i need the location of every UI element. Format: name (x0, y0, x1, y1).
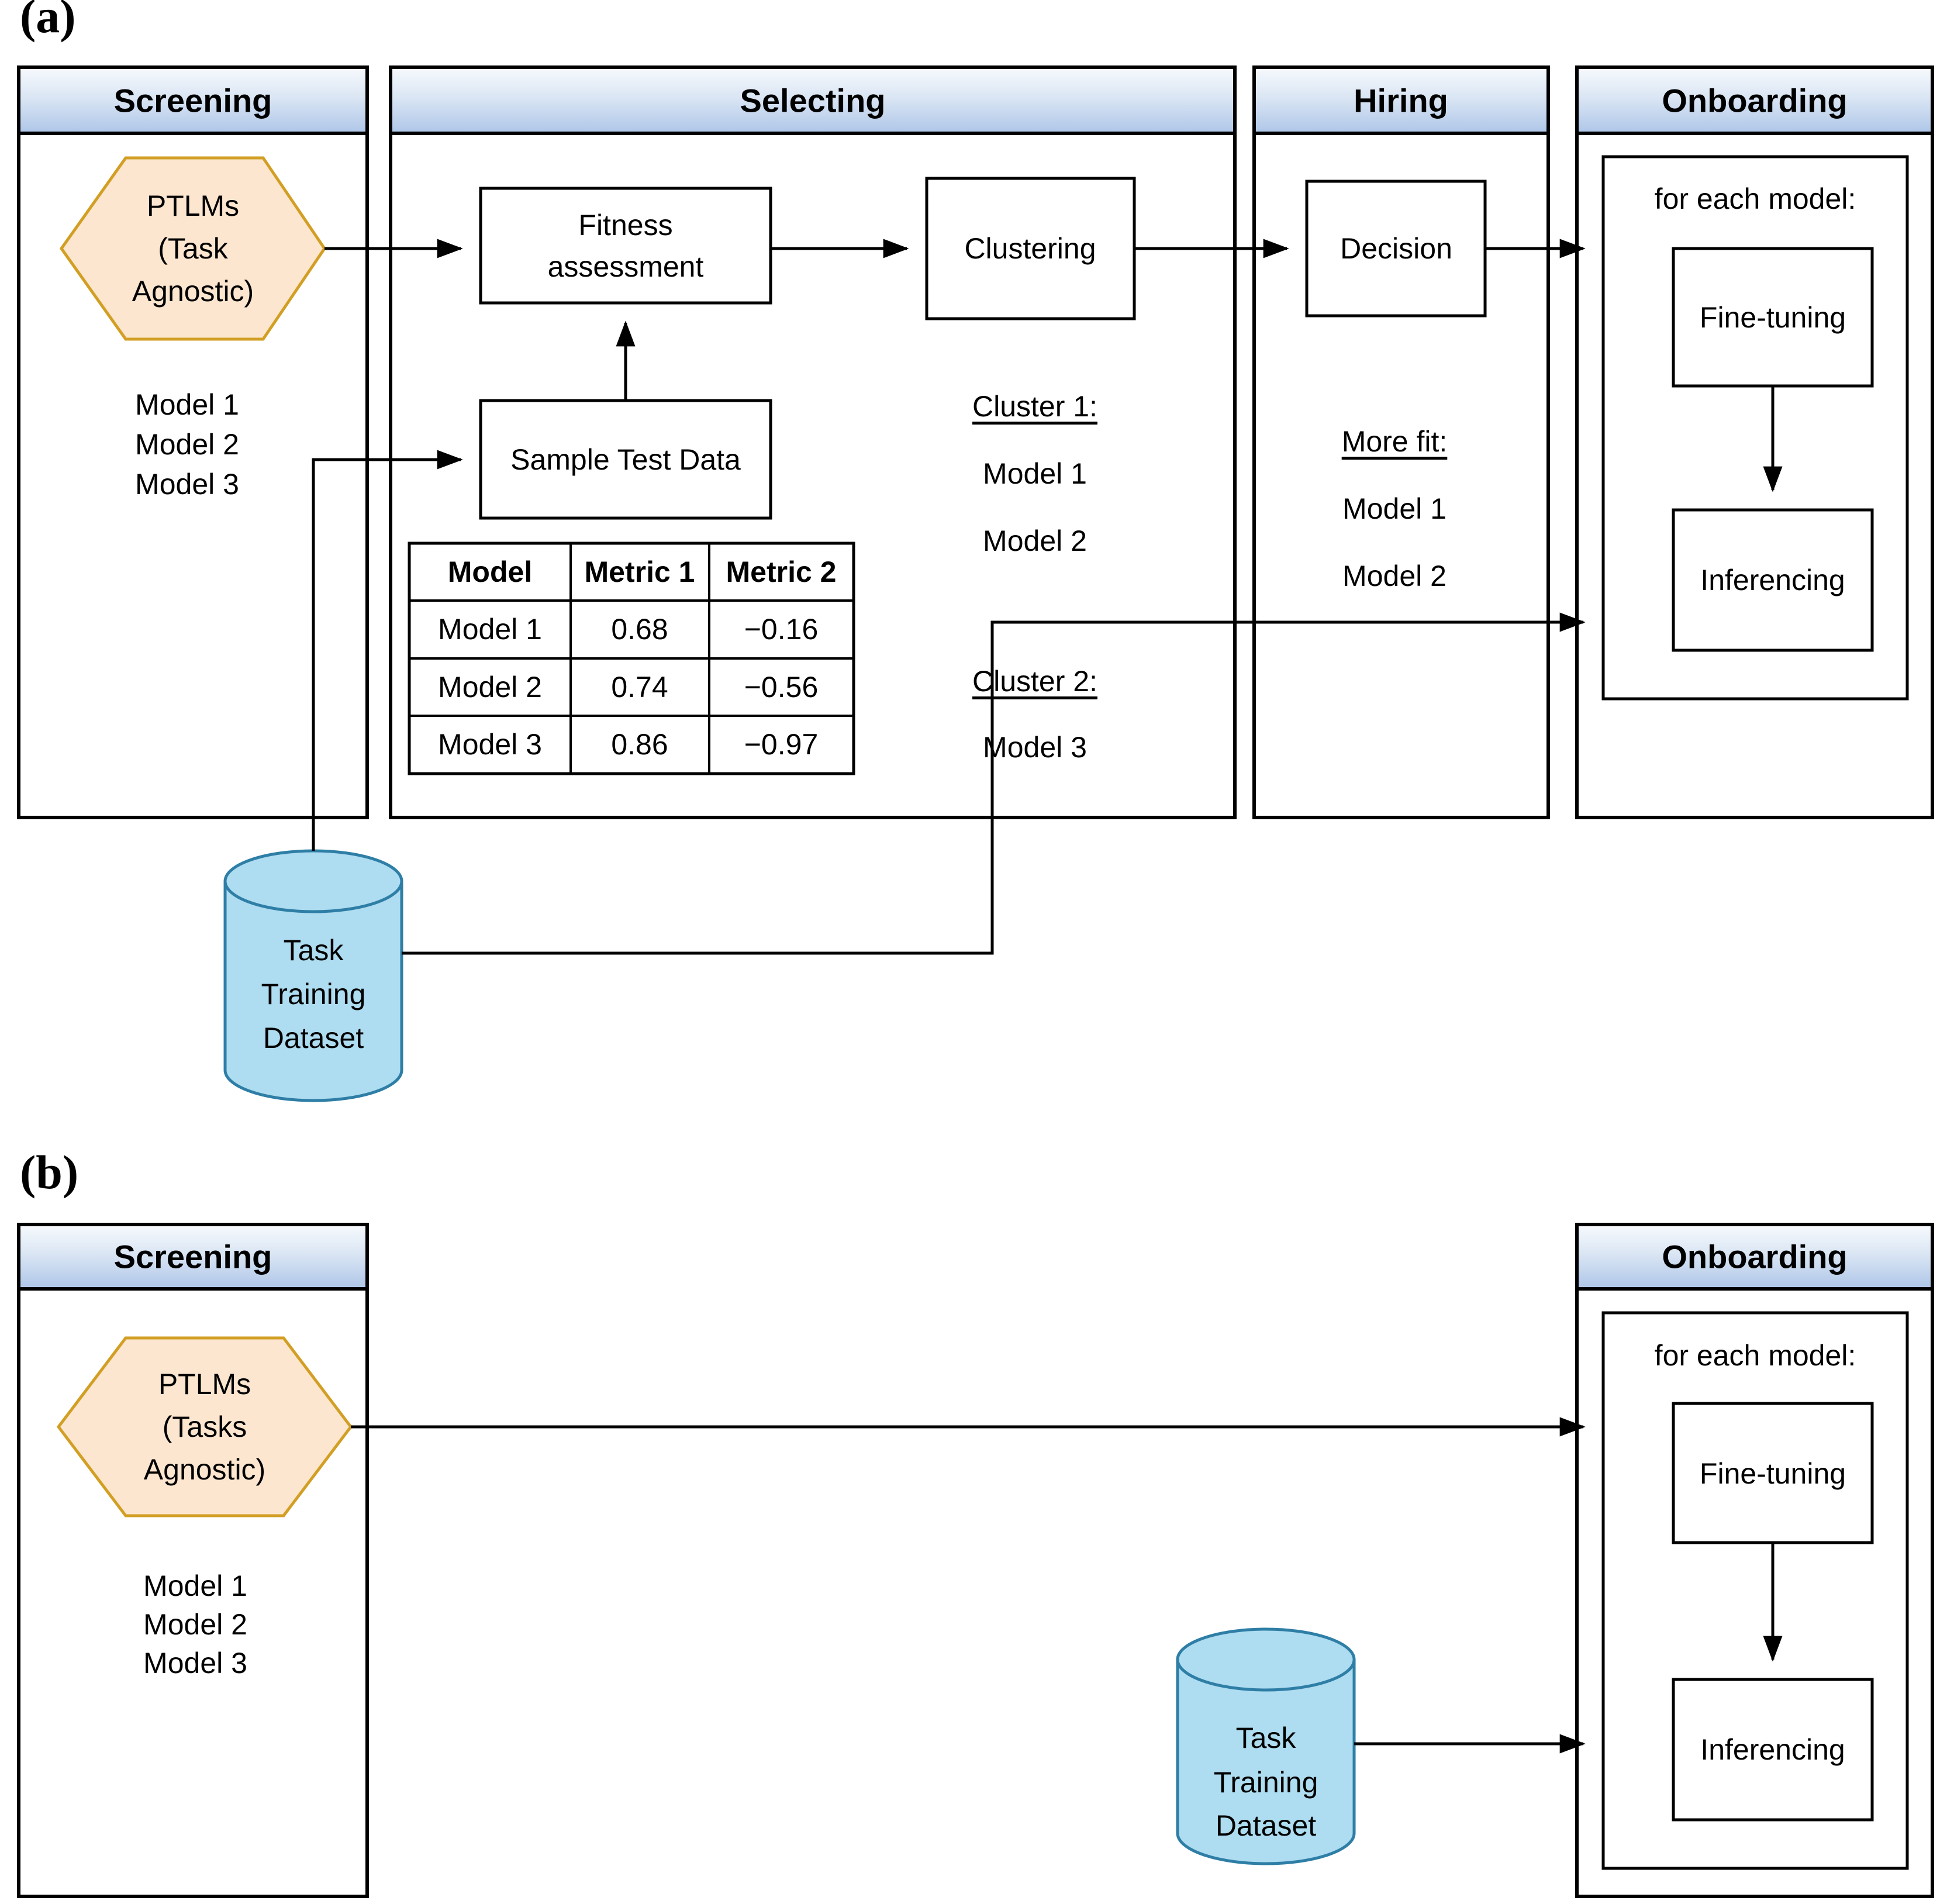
fine-tuning-label-b: Fine-tuning (1700, 1457, 1846, 1490)
hexagon-line-3-b: Agnostic) (144, 1453, 265, 1486)
screening-model-2-b: Model 2 (143, 1608, 247, 1641)
panel-title-hiring-a: Hiring (1354, 82, 1448, 119)
fitness-line-2-a: assessment (548, 250, 704, 283)
task-training-dataset-b: Task Training Dataset (1176, 1627, 1356, 1865)
fine-tuning-box-b (1672, 1402, 1874, 1544)
hiring-header-band-a (1252, 65, 1550, 135)
more-fit-heading: More fit: (1342, 425, 1448, 458)
loop-label-a: for each model: (1655, 182, 1856, 215)
arrow-dataset-to-inferencing-a (402, 612, 1586, 955)
hexagon-line-2-b: (Tasks (163, 1410, 247, 1443)
dataset-line-3-b: Dataset (1216, 1809, 1316, 1842)
screening-model-1-b: Model 1 (143, 1570, 247, 1602)
more-fit-model-1: Model 1 (1342, 492, 1447, 525)
onboarding-header-band-b (1575, 1223, 1934, 1291)
hexagon-line-3-a: Agnostic) (132, 275, 254, 308)
fitness-assessment-box-a (479, 187, 772, 305)
onboarding-panel-border-a (1575, 65, 1934, 819)
decision-label-a: Decision (1340, 232, 1452, 265)
dataset-line-1-b: Task (1236, 1722, 1297, 1754)
screening-header-band-b (17, 1223, 369, 1291)
panel-title-screening-a: Screening (114, 82, 272, 119)
metrics-table-a: Model Metric 1 Metric 2 Model 1 0.68 −0.… (408, 541, 855, 775)
for-each-model-box-b (1601, 1311, 1909, 1870)
panel-hiring-a: Hiring Decision More fit: Model 1 Model … (1252, 65, 1550, 819)
inferencing-label-a: Inferencing (1700, 564, 1845, 596)
panel-selecting-a: Selecting Fitness assessment Clustering … (389, 65, 1237, 819)
table-header-metric2: Metric 2 (726, 556, 837, 588)
dataset-line-1-a: Task (284, 934, 344, 967)
cluster1-model-2: Model 2 (983, 525, 1087, 557)
dataset-line-3-a: Dataset (263, 1022, 364, 1054)
panel-title-screening-b: Screening (114, 1239, 272, 1275)
dataset-cylinder-top-a (223, 849, 403, 913)
table-cell-r3c1: Model 3 (438, 728, 542, 761)
screening-model-2-a: Model 2 (135, 428, 239, 461)
fitness-line-1-a: Fitness (578, 209, 672, 242)
dataset-line-2-a: Training (261, 978, 366, 1010)
clustering-label-a: Clustering (964, 232, 1096, 265)
selecting-header-band-a (389, 65, 1237, 135)
inferencing-label-b: Inferencing (1700, 1733, 1845, 1766)
screening-header-band-a (17, 65, 369, 135)
task-training-dataset-a: Task Training Dataset (223, 849, 403, 1102)
dataset-line-2-b: Training (1214, 1766, 1318, 1799)
hexagon-line-1-a: PTLMs (147, 189, 239, 222)
clustering-box-a (925, 177, 1136, 320)
part-b: (b) Screening PTLMs (Tasks Agnostic) Mod… (17, 1146, 1934, 1898)
table-cell-r1c2: 0.68 (611, 613, 668, 646)
cluster1-model-1: Model 1 (983, 457, 1087, 490)
dataset-cylinder-body-b (1176, 1660, 1356, 1865)
table-cell-r3c2: 0.86 (611, 728, 668, 761)
hexagon-line-2-a: (Task (158, 232, 228, 265)
screening-model-1-a: Model 1 (135, 388, 239, 421)
sample-test-data-box-a (479, 399, 772, 520)
table-header-metric1: Metric 1 (585, 556, 695, 588)
fine-tuning-label-a: Fine-tuning (1700, 301, 1846, 334)
fine-tuning-box-a (1672, 247, 1874, 388)
screening-model-3-b: Model 3 (143, 1647, 247, 1679)
screening-panel-border-b (17, 1223, 369, 1898)
dataset-cylinder-top-b (1176, 1627, 1356, 1692)
hexagon-line-1-b: PTLMs (158, 1368, 251, 1401)
decision-box-a (1305, 180, 1487, 318)
sample-test-data-label-a: Sample Test Data (510, 443, 741, 476)
panel-title-onboarding-a: Onboarding (1662, 82, 1847, 119)
panel-title-selecting-a: Selecting (740, 82, 886, 119)
for-each-model-box-a (1601, 155, 1909, 701)
part-a: (a) Screening PTLMs (Task Agnostic) Mode… (17, 0, 1934, 1102)
cluster2-model-1: Model 3 (983, 731, 1087, 764)
table-cell-r1c1: Model 1 (438, 613, 542, 646)
table-cell-r3c3: −0.97 (744, 728, 819, 761)
inferencing-box-b (1672, 1678, 1874, 1822)
part-a-label: (a) (20, 0, 76, 43)
panel-screening-b: Screening PTLMs (Tasks Agnostic) Model 1… (17, 1223, 369, 1898)
table-row: Model 1 0.68 −0.16 (438, 613, 818, 646)
table-row: Model 3 0.86 −0.97 (438, 728, 818, 761)
table-cell-r2c1: Model 2 (438, 671, 542, 703)
cluster1-heading: Cluster 1: (972, 390, 1097, 423)
panel-screening-a: Screening PTLMs (Task Agnostic) Model 1 … (17, 65, 369, 819)
table-cell-r2c2: 0.74 (611, 671, 668, 703)
screening-model-3-a: Model 3 (135, 468, 239, 501)
arrow-dataset-to-sampledata (312, 450, 463, 851)
part-b-label: (b) (20, 1146, 78, 1199)
table-header-model: Model (448, 556, 532, 588)
table-cell-r1c3: −0.16 (744, 613, 819, 646)
table-cell-r2c3: −0.56 (744, 671, 819, 703)
table-row: Model 2 0.74 −0.56 (438, 671, 818, 703)
panel-title-onboarding-b: Onboarding (1662, 1239, 1847, 1275)
panel-onboarding-a: Onboarding for each model: Fine-tuning I… (1575, 65, 1934, 819)
panel-onboarding-b: Onboarding for each model: Fine-tuning I… (1575, 1223, 1934, 1898)
onboarding-header-band-a (1575, 65, 1934, 135)
more-fit-model-2: Model 2 (1342, 560, 1447, 592)
loop-label-b: for each model: (1655, 1339, 1856, 1372)
dataset-cylinder-body-a (223, 881, 403, 1102)
inferencing-box-a (1672, 508, 1874, 652)
